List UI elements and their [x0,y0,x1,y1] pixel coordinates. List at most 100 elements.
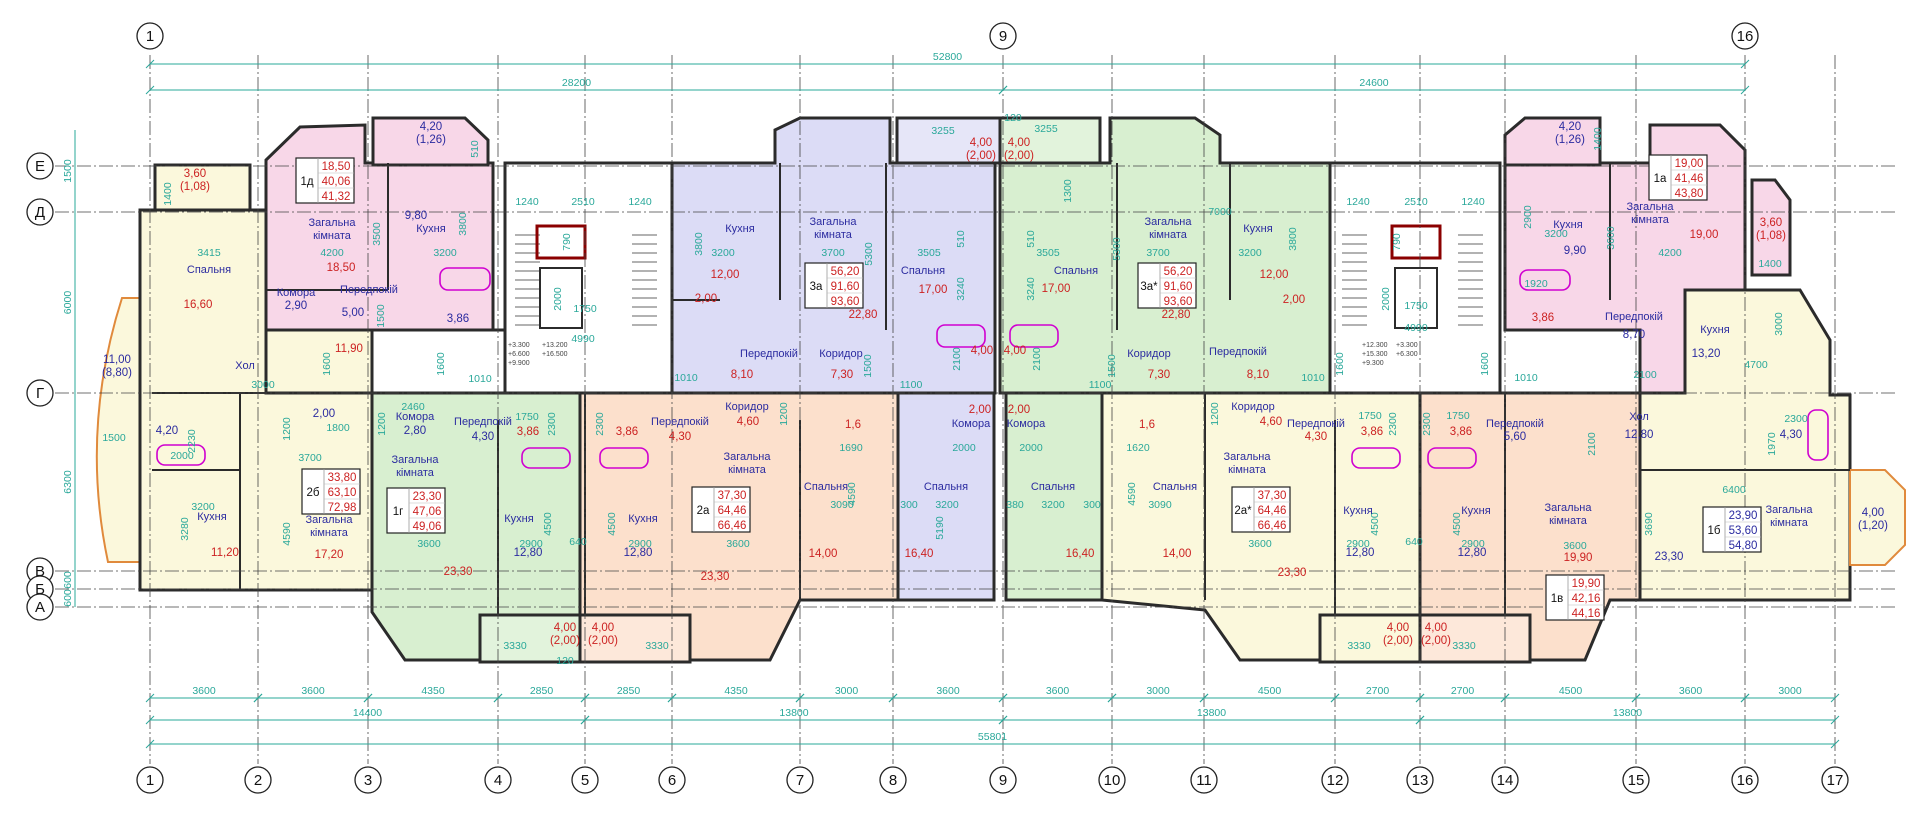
room-area-reduced: (2,00) [550,635,580,647]
apartment-area-value: 49,06 [413,521,442,533]
room-area: 4,00 [971,345,993,357]
apartment-area-value: 19,00 [1675,158,1704,170]
dimension-label: 1920 [1524,278,1548,290]
axis-bubble [354,766,382,794]
span-dimension: 2700 [1366,685,1390,697]
axis-label: Е [35,158,45,175]
dimension-label: 2100 [951,347,963,371]
room-name: Коридор [819,348,862,360]
room-area: 17,20 [315,549,344,561]
room-area: 3,86 [616,426,638,438]
dimension-tick [1830,715,1840,725]
apartment-area-value: 66,46 [1258,520,1287,532]
dimension-label: 1750 [515,411,539,423]
axis-bubble [26,198,54,226]
axis-label: 6 [668,772,676,789]
axis-label: 7 [796,772,804,789]
room-name: Передпокій [1209,346,1267,358]
room-area: 3,86 [1361,426,1383,438]
apartment-id: 1г [393,506,404,518]
room-area: 4,00 [1387,622,1409,634]
apartment-box-frame [1702,506,1762,553]
apartment-area-value: 41,46 [1675,173,1704,185]
room-area: 11,00 [103,354,131,366]
room-area: 8,70 [1623,329,1645,341]
dimension-label: 1500 [862,354,874,378]
bathtub-icon [1009,324,1059,348]
dimension-label: 3330 [645,640,669,652]
balcony-1a-side [1750,178,1792,277]
apartment-area-value: 64,46 [1258,505,1287,517]
dimension-label: 1600 [1334,352,1346,376]
dimension-label: 2460 [401,401,425,413]
room-area-reduced: (2,00) [966,150,996,162]
apartment-area-value: 91,60 [831,281,860,293]
room-area: 3,86 [1450,426,1472,438]
dimension-label: 1690 [839,442,863,454]
room-area: 4,60 [737,416,759,428]
elevation-mark: +16.500 [542,351,568,358]
axis-label: 2 [254,772,262,789]
dimension-label: 2100 [1586,432,1598,456]
dimension-tick [1199,693,1209,703]
room-name: Кухня [504,513,533,525]
room-area: 1,6 [845,419,861,431]
balcony-1a [1503,116,1602,167]
apartment-box-frame [1648,154,1708,201]
dimension-label: 3800 [457,212,469,236]
stair-left [503,161,674,395]
dimension-label: 3600 [1563,540,1587,552]
span-dimension: 4500 [1258,685,1282,697]
span-dimension: 3000 [1146,685,1170,697]
room-area: 4,00 [1425,622,1447,634]
dimension-tick [795,693,805,703]
overall-dimension-bottom: 55801 [978,731,1007,743]
balcony-1g [478,613,582,664]
axis-label-top: 16 [1737,28,1754,45]
axis-label-top: 9 [999,28,1007,45]
dimension-label: 1600 [435,352,447,376]
elevator-cabin-left [539,267,583,329]
axis-bubble [136,766,164,794]
dimension-tick [145,85,155,95]
dimension-label: 1400 [1592,127,1604,151]
room-area: 2,00 [695,293,717,305]
dimension-label: 2230 [186,429,198,453]
axis-bubble [1491,766,1519,794]
dimension-label: 3500 [371,222,383,246]
axis-label: 12 [1327,772,1344,789]
dimension-label: 1800 [326,422,350,434]
dimension-left-section: 28200 [562,77,591,89]
room-area: 4,00 [554,622,576,634]
elevation-mark: +3.300 [508,342,530,349]
room-area: 4,00 [1862,507,1884,519]
dimension-label: 3200 [1544,228,1568,240]
room-name: Хол [1629,411,1649,423]
dimension-label: 3700 [1146,247,1170,259]
apartment-area-value: 37,30 [718,490,747,502]
room-area: 8,10 [731,369,753,381]
room-name: Кухня [1461,505,1490,517]
room-area: 2,00 [1283,294,1305,306]
dimension-label: 2510 [571,196,595,208]
dimension-tick [667,693,677,703]
elevation-mark: +6.300 [1396,351,1418,358]
apartment-area-value: 43,80 [1675,188,1704,200]
room-area: 4,60 [1260,416,1282,428]
dimension-label: 2300 [546,412,558,436]
room-name: Передпокій [1486,418,1544,430]
dimension-tick [1740,59,1750,69]
row-dimension: 6000 [62,291,74,315]
room-area-reduced: (1,26) [416,134,446,146]
elevation-mark: +15.300 [1362,351,1388,358]
room-name: Передпокій [1287,418,1345,430]
room-area: 11,20 [211,547,239,559]
dimension-label: 2000 [1380,287,1392,311]
room-area-reduced: (2,00) [1383,635,1413,647]
dimension-tick [1415,715,1425,725]
